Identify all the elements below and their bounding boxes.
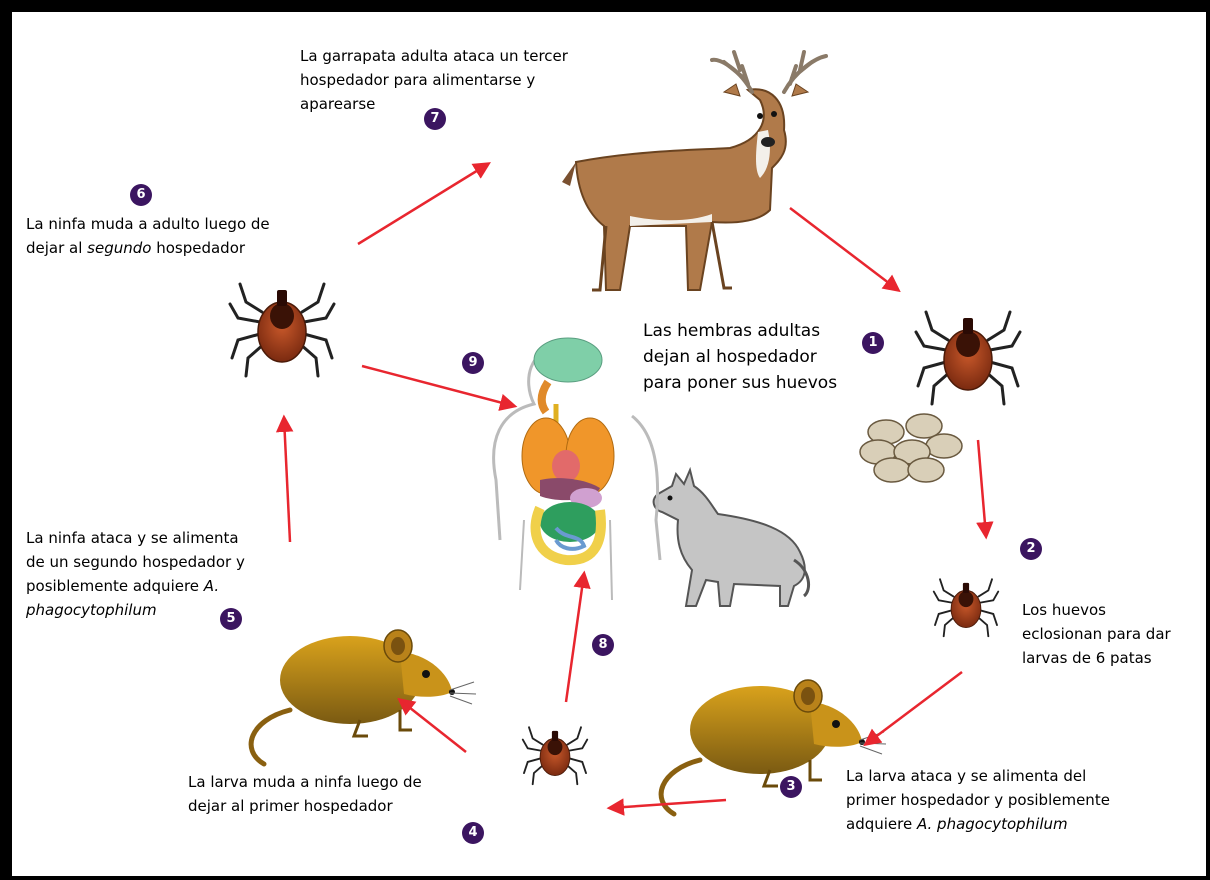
step-1-label: Las hembras adultas dejan al hospedador … xyxy=(643,318,837,396)
step-7-line-1: La garrapata adulta ataca un tercer xyxy=(300,44,568,68)
step-1-line-1: Las hembras adultas xyxy=(643,318,837,344)
arrow-4-to-5 xyxy=(400,700,466,752)
step-6-line-2-text: dejar al xyxy=(26,239,87,257)
step-5-line-4: phagocytophilum xyxy=(26,598,245,622)
step-2-line-2: eclosionan para dar xyxy=(1022,622,1171,646)
step-5-label: La ninfa ataca y se alimenta de un segun… xyxy=(26,526,245,622)
step-3-line-2: primer hospedador y posiblemente xyxy=(846,788,1110,812)
arrow-1-to-2 xyxy=(978,440,986,536)
step-5-line-3-italic: A. xyxy=(204,577,219,595)
arrow-4-to-8 xyxy=(566,574,584,702)
step-5-line-2: de un segundo hospedador y xyxy=(26,550,245,574)
arrow-6-to-9 xyxy=(362,366,514,406)
step-5-line-1: La ninfa ataca y se alimenta xyxy=(26,526,245,550)
step-4-label: La larva muda a ninfa luego de dejar al … xyxy=(188,770,422,818)
step-7-line-2: hospedador para alimentarse y xyxy=(300,68,568,92)
mouse-icon-second-host xyxy=(251,630,476,764)
step-6-line-1: La ninfa muda a adulto luego de xyxy=(26,212,270,236)
step-2-label: Los huevos eclosionan para dar larvas de… xyxy=(1022,598,1171,670)
step-5-line-3: posiblemente adquiere A. xyxy=(26,574,245,598)
arrow-7-to-1 xyxy=(790,208,898,290)
eggs-icon xyxy=(860,414,962,482)
step-2-line-1: Los huevos xyxy=(1022,598,1171,622)
step-3-line-1: La larva ataca y se alimenta del xyxy=(846,764,1110,788)
step-1-badge: 1 xyxy=(862,332,884,354)
step-6-label: La ninfa muda a adulto luego de dejar al… xyxy=(26,212,270,260)
step-2-line-3: larvas de 6 patas xyxy=(1022,646,1171,670)
deer-icon xyxy=(562,52,826,290)
wolf-icon xyxy=(654,470,809,606)
step-2-badge: 2 xyxy=(1020,538,1042,560)
step-6-line-2: dejar al segundo hospedador xyxy=(26,236,270,260)
step-4-line-2: dejar al primer hospedador xyxy=(188,794,422,818)
step-3-badge: 3 xyxy=(780,776,802,798)
tick-icon-nymph xyxy=(523,727,587,784)
tick-icon-adult xyxy=(230,284,334,376)
step-1-line-2: dejan al hospedador xyxy=(643,344,837,370)
step-1-line-3: para poner sus huevos xyxy=(643,370,837,396)
step-5-badge: 5 xyxy=(220,608,242,630)
human-anatomy-icon xyxy=(494,338,660,600)
step-6-line-2-after: hospedador xyxy=(151,239,245,257)
step-4-line-1: La larva muda a ninfa luego de xyxy=(188,770,422,794)
step-5-line-3-text: posiblemente adquiere xyxy=(26,577,204,595)
arrow-5-to-6 xyxy=(284,418,290,542)
step-3-line-3-text: adquiere xyxy=(846,815,917,833)
step-3-label: La larva ataca y se alimenta del primer … xyxy=(846,764,1110,836)
step-8-badge: 8 xyxy=(592,634,614,656)
step-7-label: La garrapata adulta ataca un tercer hosp… xyxy=(300,44,568,116)
step-7-badge: 7 xyxy=(424,108,446,130)
step-4-badge: 4 xyxy=(462,822,484,844)
arrow-6-to-7 xyxy=(358,164,488,244)
step-3-line-3: adquiere A. phagocytophilum xyxy=(846,812,1110,836)
step-6-badge: 6 xyxy=(130,184,152,206)
arrow-2-to-3 xyxy=(866,672,962,744)
step-9-badge: 9 xyxy=(462,352,484,374)
step-6-line-2-italic: segundo xyxy=(87,239,151,257)
tick-icon-larva xyxy=(934,579,998,636)
step-3-line-3-italic: A. phagocytophilum xyxy=(917,815,1068,833)
tick-icon-adult-female xyxy=(916,312,1020,404)
